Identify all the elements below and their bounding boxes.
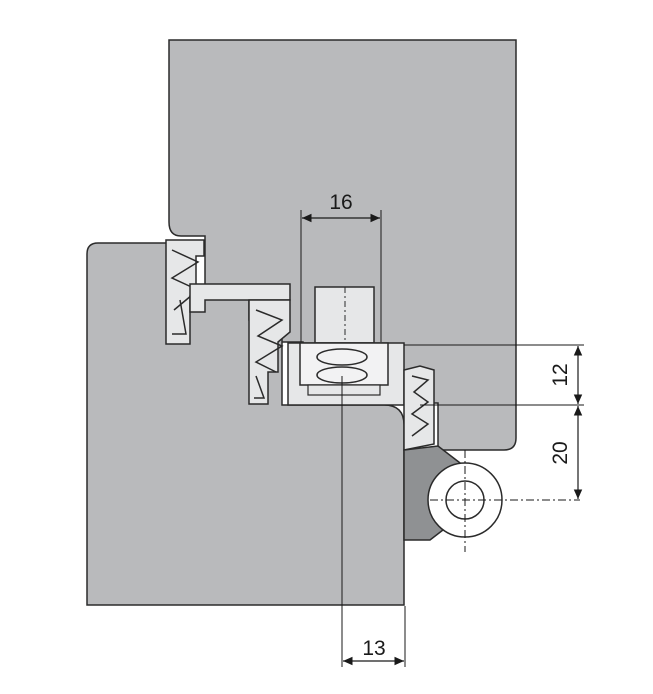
seal-gasket-right (403, 365, 435, 451)
dimension-label-right-lower: 20 (549, 441, 572, 464)
dimension-20: 20 (549, 406, 583, 499)
dimension-13: 13 (341, 376, 406, 667)
connecting-arm (189, 283, 291, 313)
dimension-label-right-upper: 12 (549, 363, 572, 386)
dimension-16: 16 (300, 191, 382, 342)
dimension-label-bottom: 13 (362, 637, 385, 660)
hinge-knuckle (427, 450, 580, 552)
dimension-12: 12 (404, 344, 584, 406)
seal-gasket-middle (248, 299, 291, 405)
dimension-label-top: 16 (329, 191, 352, 214)
